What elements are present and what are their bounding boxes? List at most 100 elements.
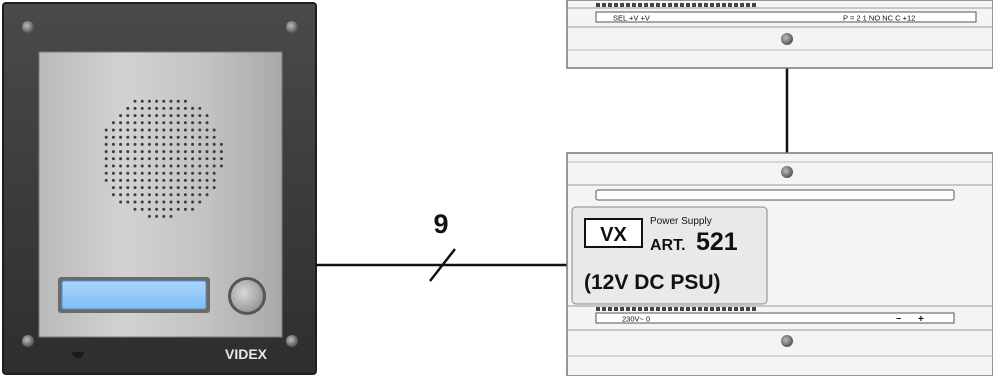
grille-hole [162,106,166,110]
grille-hole [140,193,144,197]
grille-hole [147,114,151,118]
upper-terminal-strip [595,11,977,23]
grille-hole [169,207,173,211]
screw-icon [781,335,793,347]
grille-hole [212,186,216,190]
grille-hole [140,128,144,132]
grille-hole [162,207,166,211]
terminal-tooth [638,3,642,7]
grille-hole [212,171,216,175]
grille-hole [169,121,173,125]
grille-hole [140,142,144,146]
terminal-tooth [614,307,618,311]
grille-hole [140,157,144,161]
grille-hole [133,121,137,125]
grille-hole [191,207,195,211]
grille-hole [155,178,159,182]
grille-hole [162,200,166,204]
terminal-tooth [704,3,708,7]
grille-hole [155,135,159,139]
grille-hole [155,142,159,146]
grille-hole [212,142,216,146]
grille-hole [162,99,166,103]
grille-hole [212,157,216,161]
grille-hole [176,200,180,204]
grille-hole [191,200,195,204]
terminal-tooth [638,307,642,311]
grille-hole [162,171,166,175]
terminal-tooth [734,307,738,311]
grille-hole [126,178,130,182]
grille-hole [183,171,187,175]
grille-hole [111,157,115,161]
grille-hole [155,164,159,168]
screw-icon [22,21,34,33]
grille-hole [111,135,115,139]
grille-hole [147,214,151,218]
grille-hole [147,142,151,146]
grille-hole [147,178,151,182]
grille-hole [198,171,202,175]
grille-hole [191,121,195,125]
grille-hole [205,193,209,197]
grille-hole [169,99,173,103]
grille-hole [205,150,209,154]
grille-hole [183,164,187,168]
grille-hole [169,157,173,161]
grille-hole [119,142,123,146]
vx-logo-box [584,218,643,248]
grille-hole [104,142,108,146]
grille-hole [191,164,195,168]
terminal-tooth [710,307,714,311]
grille-hole [155,99,159,103]
terminal-tooth [668,3,672,7]
grille-hole [126,200,130,204]
terminal-tooth [746,3,750,7]
grille-hole [111,178,115,182]
grille-hole [119,157,123,161]
terminal-tooth [620,307,624,311]
grille-hole [155,186,159,190]
terminal-tooth [674,3,678,7]
psu-top-slot [595,189,955,201]
terminal-tooth [698,307,702,311]
terminal-tooth [716,307,720,311]
grille-hole [147,186,151,190]
grille-hole [133,178,137,182]
terminal-tooth [752,3,756,7]
speaker-grille [104,99,223,218]
terminal-tooth [632,3,636,7]
grille-hole [169,200,173,204]
terminal-tooth [656,307,660,311]
grille-hole [162,150,166,154]
psu-art-prefix: ART. [650,237,686,254]
terminal-tooth [656,3,660,7]
grille-hole [191,128,195,132]
screw-icon [22,335,34,347]
grille-hole [162,186,166,190]
grille-hole [176,157,180,161]
screw-icon [286,21,298,33]
cable: 9 [316,209,567,282]
grille-hole [169,150,173,154]
grille-hole [162,164,166,168]
grille-hole [126,142,130,146]
grille-hole [140,164,144,168]
grille-hole [126,128,130,132]
terminal-tooth [608,307,612,311]
grille-hole [183,200,187,204]
terminal-tooth [710,3,714,7]
terminal-tooth [686,3,690,7]
grille-hole [169,106,173,110]
grille-hole [126,157,130,161]
grille-hole [147,150,151,154]
grille-hole [147,157,151,161]
grille-hole [191,157,195,161]
grille-hole [119,178,123,182]
grille-hole [155,207,159,211]
grille-hole [119,164,123,168]
grille-hole [133,186,137,190]
grille-hole [147,164,151,168]
intercom-panel: VIDEX [2,2,317,375]
grille-hole [191,193,195,197]
